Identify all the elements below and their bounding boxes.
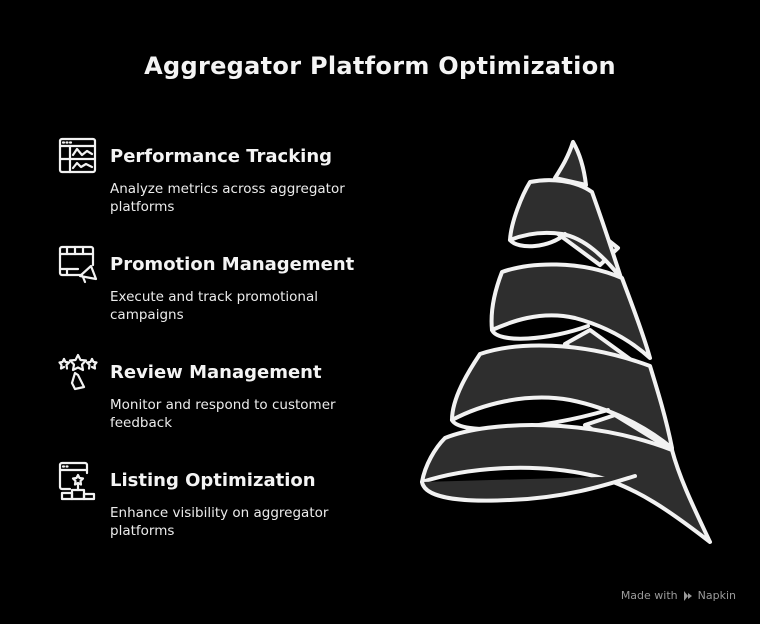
page-title: Aggregator Platform Optimization [144, 52, 616, 80]
item-heading: Performance Tracking [110, 146, 333, 167]
spiral-cone-graphic [410, 130, 730, 550]
item-description: Execute and track promotional campaigns [110, 289, 318, 323]
item-description: Enhance visibility on aggregator platfor… [110, 505, 329, 539]
video-megaphone-icon [58, 245, 98, 285]
item-heading: Listing Optimization [110, 470, 316, 491]
napkin-logo-icon [682, 590, 694, 602]
item-heading: Promotion Management [110, 254, 355, 275]
browser-podium-star-icon [58, 461, 98, 501]
napkin-brand-label: Napkin [697, 589, 736, 602]
made-with-label: Made with [620, 589, 678, 602]
stars-thumbs-up-icon [58, 353, 98, 393]
list-item-performance-tracking: Performance Tracking Analyze metrics acr… [58, 137, 398, 227]
list-item-listing-optimization: Listing Optimization Enhance visibility … [58, 461, 398, 551]
list-item-review-management: Review Management Monitor and respond to… [58, 353, 398, 443]
list-item-promotion-management: Promotion Management Execute and track p… [58, 245, 398, 335]
item-heading: Review Management [110, 362, 322, 383]
item-description: Analyze metrics across aggregator platfo… [110, 181, 345, 215]
item-description: Monitor and respond to customer feedback [110, 397, 336, 431]
made-with-napkin-watermark: Made with Napkin [621, 589, 736, 602]
dashboard-chart-icon [58, 137, 98, 177]
